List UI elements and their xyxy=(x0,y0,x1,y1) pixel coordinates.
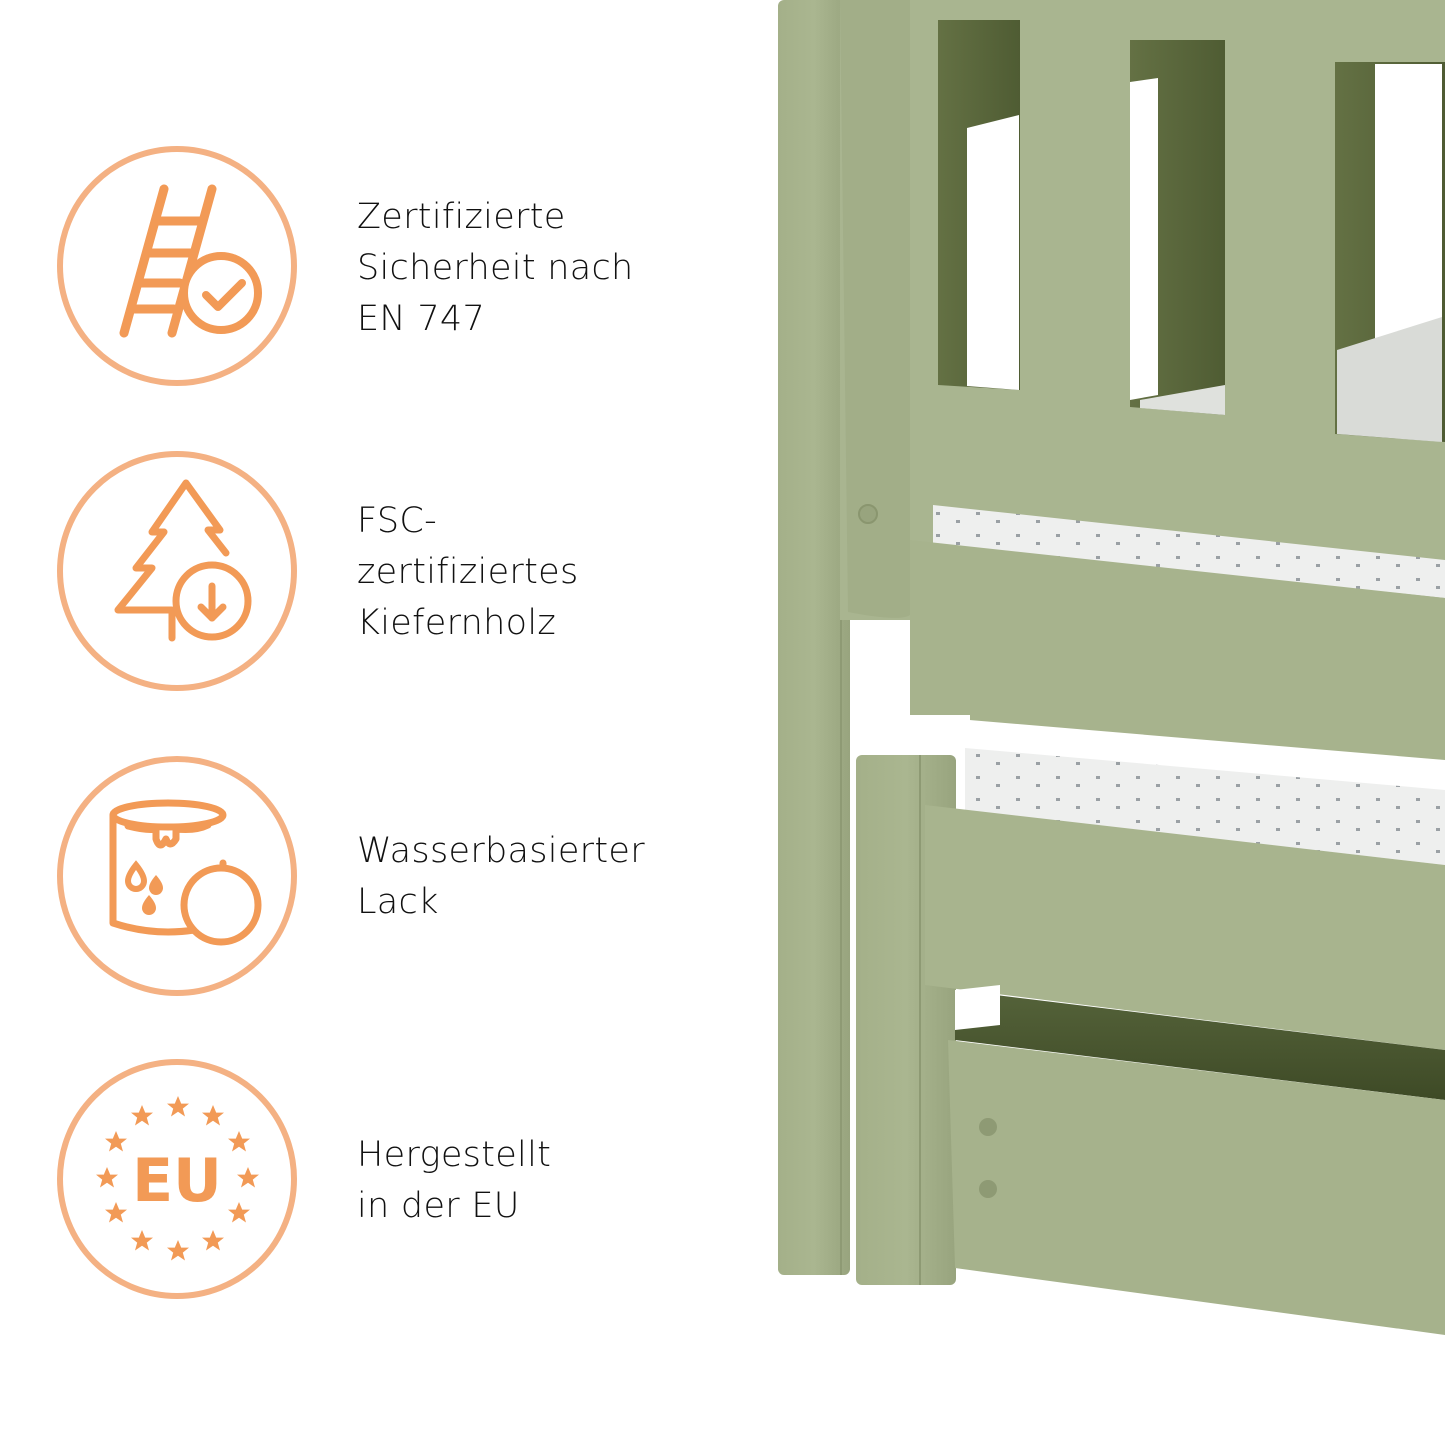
paint-can-icon xyxy=(56,755,298,997)
feature-fsc-wood: FSC- zertifiziertes Kiefernholz xyxy=(0,450,770,700)
eu-stars-icon: EU xyxy=(56,1058,298,1300)
ladder-check-icon xyxy=(56,145,298,387)
product-image-bed xyxy=(770,0,1445,1445)
feature-water-based-lacquer: Wasserbasierter Lack xyxy=(0,755,770,1005)
feature-label: Hergestellt in der EU xyxy=(357,1135,552,1226)
feature-label: FSC- zertifiziertes Kiefernholz xyxy=(357,501,579,643)
feature-safety-certification: Zertifizierte Sicherheit nach EN 747 xyxy=(0,145,770,395)
feature-label: Zertifizierte Sicherheit nach EN 747 xyxy=(357,197,634,339)
eu-badge-text: EU xyxy=(132,1146,222,1216)
feature-label: Wasserbasierter Lack xyxy=(357,831,645,922)
feature-made-in-eu: EU Hergestellt in der EU xyxy=(0,1058,770,1308)
tree-download-icon xyxy=(56,450,298,692)
